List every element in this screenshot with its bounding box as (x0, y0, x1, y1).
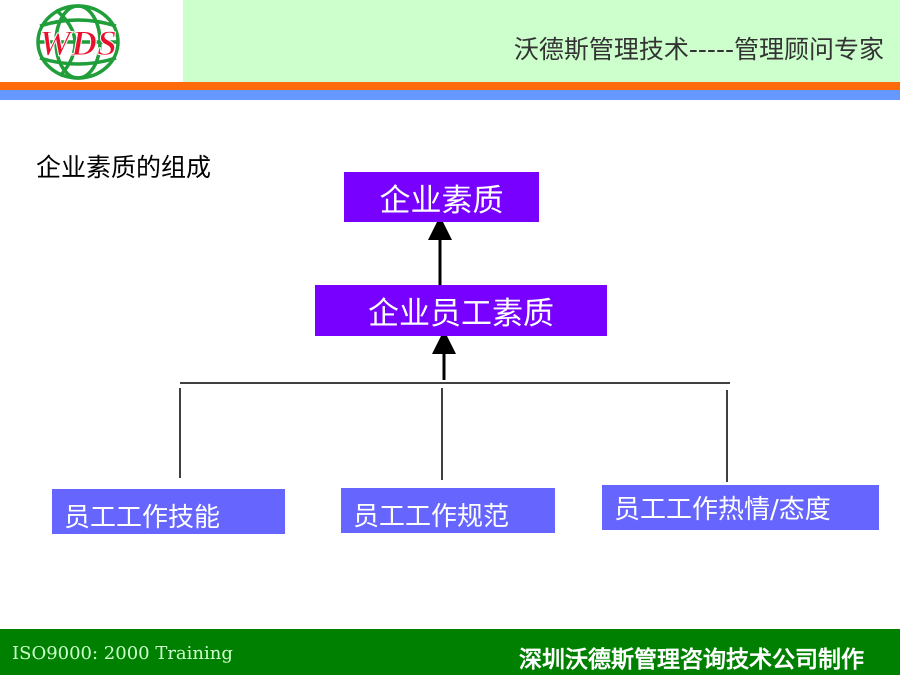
footer-company-text: 深圳沃德斯管理咨询技术公司制作 (519, 647, 864, 673)
work-standards-box: 员工工作规范 (341, 488, 555, 533)
header-orange-stripe (0, 82, 900, 90)
work-attitude-box: 员工工作热情/态度 (602, 485, 879, 530)
footer-left-text: ISO9000: 2000 Training (12, 643, 233, 664)
employee-quality-box: 企业员工素质 (315, 285, 607, 336)
slide-header: WDS 沃德斯管理技术-----管理顾问专家 (0, 0, 900, 84)
work-skills-box: 员工工作技能 (52, 489, 285, 534)
enterprise-quality-box: 企业素质 (344, 172, 539, 222)
header-blue-stripe (0, 90, 900, 100)
header-title: 沃德斯管理技术-----管理顾问专家 (513, 35, 884, 64)
globe-logo-icon: WDS (36, 4, 120, 80)
slide-footer: ISO9000: 2000 Training 深圳沃德斯管理咨询技术公司制作 (0, 629, 900, 675)
section-title: 企业素质的组成 (36, 153, 212, 182)
logo-text: WDS (39, 23, 117, 63)
company-logo: WDS (0, 0, 183, 84)
